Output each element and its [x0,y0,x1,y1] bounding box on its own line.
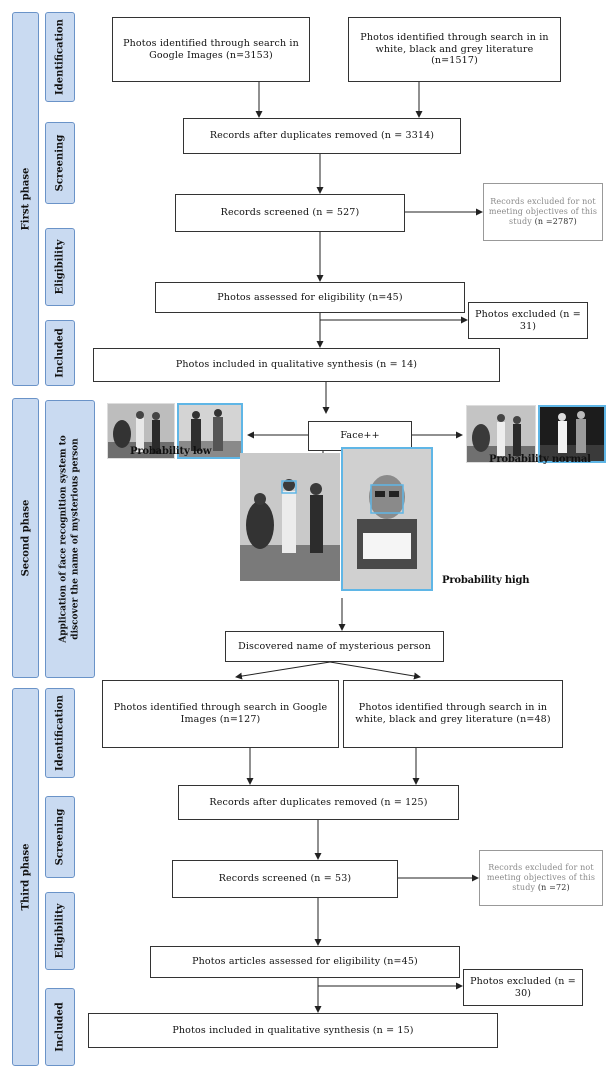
box-google-images-1: Photos identified through search in Goog… [112,17,310,82]
box-photos-excluded-1: Photos excluded (n = 31) [468,302,588,339]
photo-low-1 [107,403,175,459]
box-discovered-name: Discovered name of mysterious person [225,631,444,662]
box-screened-1: Records screened (n = 527) [175,194,405,232]
excluded-text: Records excluded for not meeting objecti… [488,197,598,226]
third-phase-bar: Third phase [12,688,39,1066]
photo-group-image [179,405,241,457]
photo-group-image [540,407,604,461]
stage-eligibility-3: Eligibility [45,892,75,970]
stage-label: Screening [54,808,66,866]
stage-label: Identification [54,19,66,95]
stage-screening-3: Screening [45,796,75,878]
box-duplicates-1: Records after duplicates removed (n = 33… [183,118,461,154]
second-phase-bar: Second phase [12,398,39,678]
box-records-excluded-3: Records excluded for not meeting objecti… [479,850,603,906]
stage-application: Application of face recognition system t… [45,400,95,678]
stage-screening-1: Screening [45,122,75,204]
stage-label: Application of face recognition system t… [58,435,80,643]
box-records-excluded-1: Records excluded for not meeting objecti… [483,183,603,241]
third-phase-label: Third phase [20,843,31,911]
first-phase-label: First phase [20,167,31,231]
box-photos-excluded-3: Photos excluded (n = 30) [463,969,583,1006]
photo-normal-2 [538,405,606,463]
photo-group-image [343,449,431,589]
box-google-images-3: Photos identified through search in Goog… [102,680,339,748]
caption-probability-high: Probability high [442,575,530,586]
photo-high-2 [341,447,433,591]
photo-low-2 [177,403,243,459]
stage-eligibility-1: Eligibility [45,228,75,306]
caption-probability-normal: Probability normal [489,454,591,465]
box-eligibility-1: Photos assessed for eligibility (n=45) [155,282,465,313]
stage-identification-1: Identification [45,12,75,102]
stage-included-3: Included [45,988,75,1066]
stage-label: Included [54,1002,66,1052]
stage-label: Eligibility [54,239,66,295]
stage-included-1: Included [45,320,75,386]
photo-group-image [240,453,340,581]
photo-group-image [108,404,174,458]
box-eligibility-3: Photos articles assessed for eligibility… [150,946,460,978]
box-duplicates-3: Records after duplicates removed (n = 12… [178,785,459,820]
caption-probability-low: Probability low [130,446,212,457]
box-included-1: Photos included in qualitative synthesis… [93,348,500,382]
stage-label: Screening [54,134,66,192]
stage-label: Identification [54,695,66,771]
second-phase-label: Second phase [20,499,31,577]
first-phase-bar: First phase [12,12,39,386]
box-literature-1: Photos identified through search in in w… [348,17,561,82]
box-facepp: Face++ [308,421,412,451]
excluded-count: (n =72) [537,883,570,892]
photo-group-image [467,406,535,462]
stage-label: Included [54,328,66,378]
box-literature-3: Photos identified through search in in w… [343,680,563,748]
box-included-3: Photos included in qualitative synthesis… [88,1013,498,1048]
stage-identification-3: Identification [45,688,75,778]
excluded-count: (n =2787) [534,217,577,226]
box-screened-3: Records screened (n = 53) [172,860,398,898]
excluded-text: Records excluded for not meeting objecti… [486,863,596,892]
photo-high-1 [240,445,340,591]
stage-label: Eligibility [54,903,66,959]
photo-normal-1 [466,405,536,463]
